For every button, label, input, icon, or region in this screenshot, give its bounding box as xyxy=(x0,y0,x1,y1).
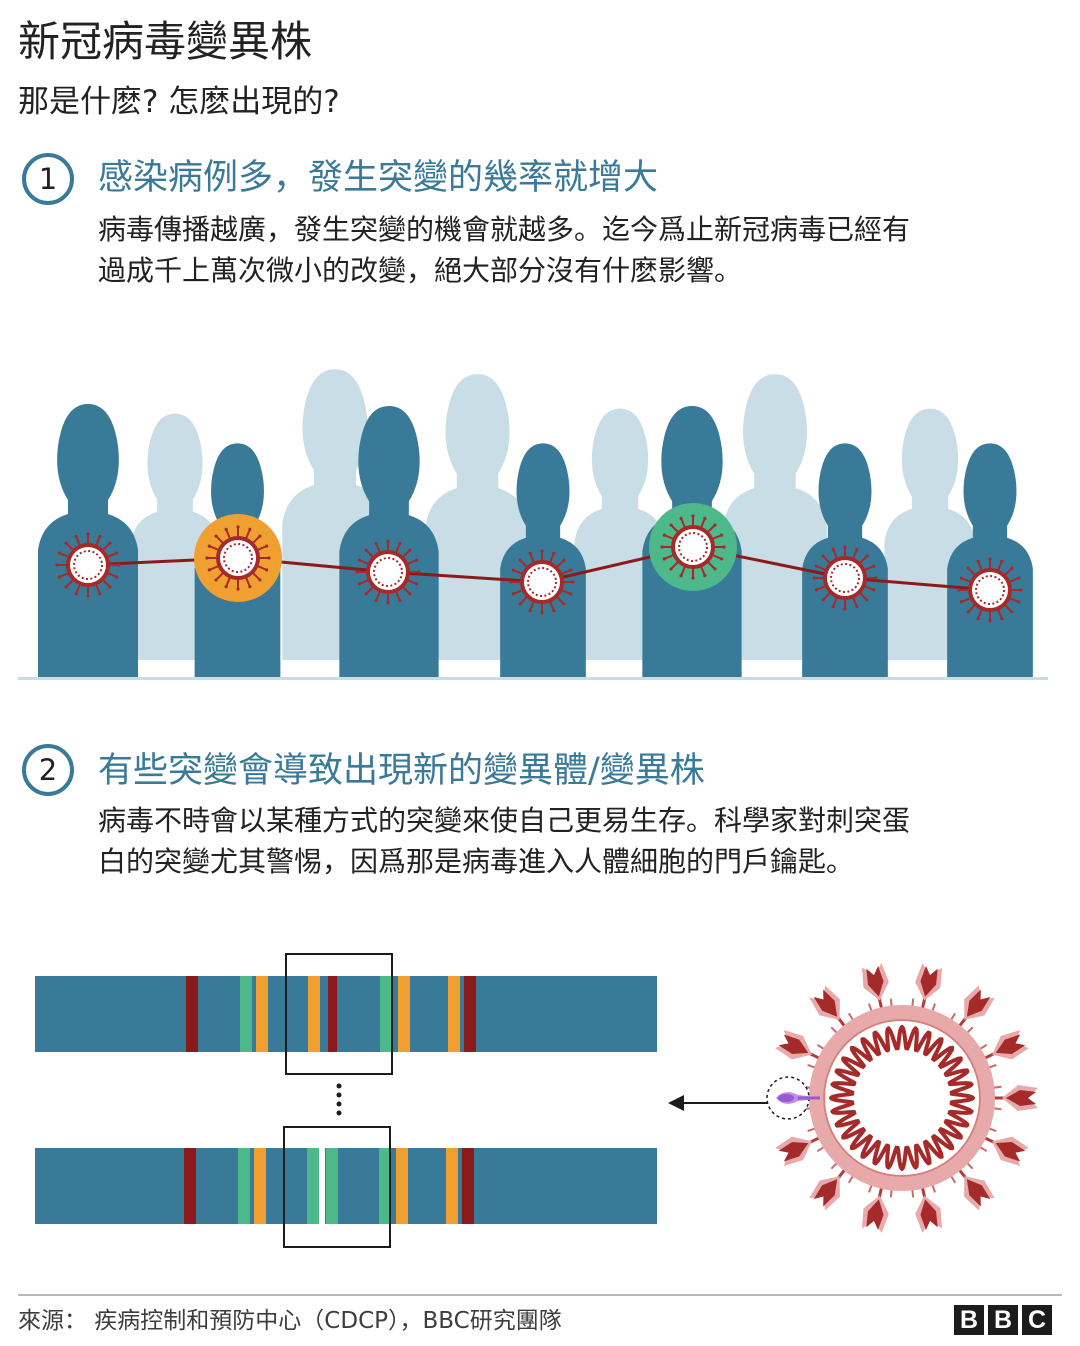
bbc-logo-letter: B xyxy=(954,1305,984,1335)
page-subtitle: 那是什麽? 怎麽出現的? xyxy=(18,84,340,120)
orange-mutation-band xyxy=(308,976,320,1052)
bbc-logo: B B C xyxy=(954,1305,1052,1335)
orange-mutation-band xyxy=(448,976,460,1052)
membrane-protein xyxy=(988,1064,997,1069)
orange-mutation-band xyxy=(256,976,268,1052)
membrane-protein xyxy=(931,1003,936,1012)
membrane-protein xyxy=(847,1012,854,1021)
membrane-protein xyxy=(950,1012,957,1021)
darkred-mutation-band xyxy=(186,976,198,1052)
mutated-genome-strand xyxy=(35,1148,657,1224)
membrane-protein xyxy=(807,1064,816,1069)
green-mutation-band xyxy=(240,976,252,1052)
page-title: 新冠病毒變異株 xyxy=(18,17,313,66)
darkred-mutation-band xyxy=(462,1148,474,1224)
green-mutation-band xyxy=(326,1148,338,1224)
darkred-mutation-band xyxy=(328,976,337,1052)
membrane-protein xyxy=(816,1146,825,1153)
arrow-left-icon xyxy=(668,1095,772,1111)
green-mutation-band xyxy=(307,1148,319,1224)
step-1-body-line: 病毒傳播越廣，發生突變的機會就越多。迄今爲止新冠病毒已經有 xyxy=(98,213,911,246)
step-2-body-line: 病毒不時會以某種方式的突變來使自己更易生存。科學家對刺突蛋 xyxy=(98,804,911,837)
membrane-protein xyxy=(889,998,893,1007)
green-mutation-band xyxy=(380,976,392,1052)
membrane-protein xyxy=(993,1085,1002,1089)
bbc-logo-letter: C xyxy=(1022,1305,1052,1335)
genome-strand xyxy=(35,1148,657,1224)
virus-icon xyxy=(658,512,728,582)
ellipsis-dots xyxy=(336,1083,342,1116)
orange-mutation-band xyxy=(254,1148,266,1224)
step-2-heading: 有些突變會導致出現新的變異體/變異株 xyxy=(98,751,705,791)
membrane-protein xyxy=(966,1162,974,1170)
spike-protein xyxy=(915,1181,943,1233)
genome-mutation-illustration xyxy=(35,953,657,1248)
virus-icon xyxy=(53,530,123,600)
green-mutation-band xyxy=(379,1148,391,1224)
spike-protein xyxy=(861,1181,889,1233)
virus-icon xyxy=(203,523,273,593)
membrane-protein xyxy=(807,1127,816,1132)
genome-strand xyxy=(35,976,657,1052)
bbc-logo-letter: B xyxy=(988,1305,1018,1335)
orange-mutation-band xyxy=(446,1148,458,1224)
footer-divider xyxy=(18,1294,1062,1296)
membrane-protein xyxy=(979,1146,988,1153)
original-zoom-box xyxy=(285,953,393,1075)
green-mutation-band xyxy=(238,1148,250,1224)
step-2-number: 2 xyxy=(22,744,74,796)
membrane-protein xyxy=(889,1189,893,1198)
virus-icon xyxy=(353,537,423,607)
virus-icon xyxy=(810,543,880,613)
spike-protein xyxy=(861,963,889,1015)
step-2-body: 病毒不時會以某種方式的突變來使自己更易生存。科學家對刺突蛋 白的突變尤其警惕，因… xyxy=(98,800,1048,882)
step-1-body-line: 過成千上萬次微小的改變，絕大部分沒有什麽影響。 xyxy=(98,254,743,287)
membrane-protein xyxy=(979,1043,988,1050)
membrane-protein xyxy=(993,1107,1002,1111)
highlighted-spike xyxy=(766,1076,820,1120)
original-genome-strand xyxy=(35,976,657,1052)
orange-mutation-band xyxy=(396,1148,408,1224)
source-credit: 來源： 疾病控制和預防中心（CDCP），BBC研究團隊 xyxy=(18,1308,562,1334)
step-2-body-line: 白的突變尤其警惕，因爲那是病毒進入人體細胞的門戶鑰匙。 xyxy=(98,845,855,878)
crowd-transmission-illustration xyxy=(18,369,1048,680)
step-1-number: 1 xyxy=(22,153,74,205)
step-1-heading: 感染病例多，發生突變的幾率就增大 xyxy=(98,158,659,198)
virus-icon xyxy=(507,547,577,617)
darkred-mutation-band xyxy=(184,1148,196,1224)
membrane-protein xyxy=(911,998,915,1007)
mutated-zoom-box xyxy=(283,1126,391,1248)
membrane-protein xyxy=(931,1184,936,1193)
membrane-protein xyxy=(847,1175,854,1184)
darkred-mutation-band xyxy=(464,976,476,1052)
spike-protein xyxy=(978,1133,1029,1167)
membrane-protein xyxy=(868,1184,873,1193)
membrane-protein xyxy=(830,1162,838,1170)
orange-mutation-band xyxy=(398,976,410,1052)
membrane-protein xyxy=(950,1175,957,1184)
membrane-protein xyxy=(966,1026,974,1034)
membrane-protein xyxy=(911,1189,915,1198)
membrane-protein xyxy=(868,1003,873,1012)
mutation-site-gap xyxy=(319,1148,325,1224)
membrane-protein xyxy=(988,1127,997,1132)
membrane-protein xyxy=(830,1026,838,1034)
coronavirus-icon xyxy=(766,963,1038,1233)
step-1-body: 病毒傳播越廣，發生突變的機會就越多。迄今爲止新冠病毒已經有 過成千上萬次微小的改… xyxy=(98,209,1048,291)
membrane-protein xyxy=(816,1043,825,1050)
spike-protein xyxy=(988,1085,1038,1111)
virus-icon xyxy=(955,555,1025,625)
